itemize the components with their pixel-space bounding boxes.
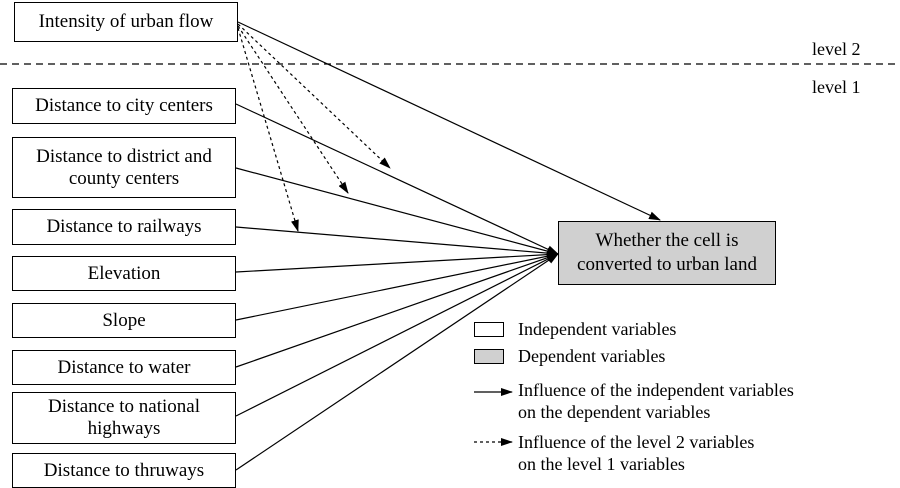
legend-solid-arrow-label: Influence of the independent variables o…: [518, 380, 794, 422]
level-1-label: level 1: [812, 77, 861, 97]
legend-dependent-label: Dependent variables: [518, 346, 666, 366]
legend-dashed-arrow-label: Influence of the level 2 variables on th…: [518, 432, 755, 474]
legend-independent-swatch: [474, 322, 504, 337]
box-distance-city-centers: Distance to city centers: [12, 88, 236, 124]
legend-dependent-swatch: [474, 349, 504, 364]
box-elevation: Elevation: [12, 256, 236, 291]
dashed-arrow-to-city-centers-link: [237, 23, 391, 169]
arrow-thruways: [235, 253, 559, 471]
arrow-elevation: [235, 250, 559, 273]
legend-independent-label: Independent variables: [518, 319, 677, 339]
box-distance-district-county-centers: Distance to district and county centers: [12, 137, 236, 198]
arrow-railways: [235, 226, 559, 258]
box-distance-railways: Distance to railways: [12, 209, 236, 245]
dashed-arrow-to-district-link: [237, 25, 349, 194]
box-distance-thruways: Distance to thruways: [12, 453, 236, 488]
arrow-city-centers: [235, 103, 559, 255]
arrow-district-centers: [235, 167, 559, 256]
arrow-urban-flow-to-dependent: [237, 21, 661, 221]
box-distance-water: Distance to water: [12, 350, 236, 385]
level-2-label: level 2: [812, 39, 861, 59]
box-distance-national-highways: Distance to national highways: [12, 392, 236, 444]
arrow-slope: [235, 252, 559, 321]
box-intensity-urban-flow: Intensity of urban flow: [14, 2, 238, 42]
box-dependent-urban-conversion: Whether the cell is converted to urban l…: [558, 221, 776, 285]
arrow-national-highways: [235, 253, 559, 417]
arrow-water: [235, 253, 559, 368]
dashed-arrow-to-railways-link: [237, 27, 299, 232]
box-slope: Slope: [12, 303, 236, 338]
